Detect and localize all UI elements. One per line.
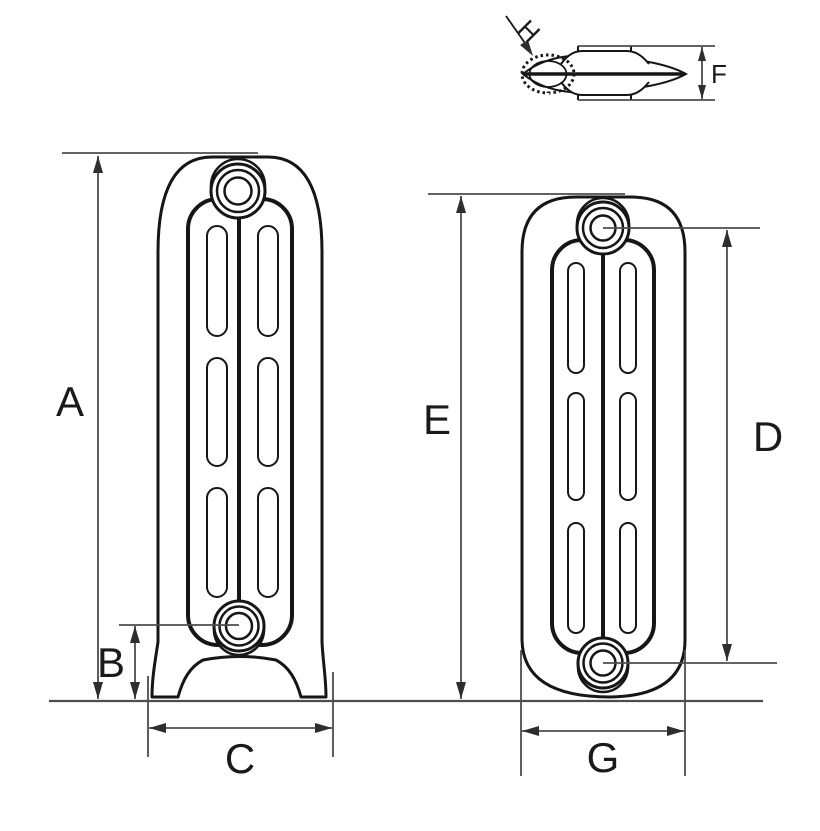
dim-label-f: F [711,59,727,89]
dimension-arrowheads [93,40,732,736]
front-top-bush [209,157,267,220]
arrowhead-left [149,723,166,733]
arrowhead-down [698,85,706,99]
dim-label-g: G [587,734,620,781]
side-slot [619,392,637,501]
arrowhead-left [522,726,539,736]
side-slot [619,522,637,634]
dim-label-e: E [423,396,451,443]
dim-label-d: D [753,413,783,460]
arrowhead-up [93,156,103,173]
dimension-lines [49,15,777,776]
side-bottom-bush [576,636,630,694]
front-slot [257,487,279,598]
dim-label-a: A [56,378,84,425]
front-slot [257,225,279,337]
front-bottom-bush [212,599,266,657]
arrowhead-leader-h [520,40,533,56]
front-slot [206,357,228,467]
arrowhead-up [722,230,732,247]
bush-inner [224,611,254,641]
front-view-radiator [150,155,328,699]
side-slot [619,262,637,374]
arrowhead-down [456,682,466,699]
arrowhead-up [698,47,706,61]
front-slots [206,225,279,598]
cross-section-bottom-boss [560,81,650,96]
arrowhead-down [93,682,103,699]
front-slot [206,487,228,598]
arrowhead-down [130,682,140,699]
arrowhead-right [667,726,684,736]
side-view-radiator [520,195,687,699]
bush-inner [223,176,253,206]
dimension-labels: A B C E D G F H [56,14,783,782]
dim-h-leader [505,15,528,47]
front-slot [206,225,228,337]
side-slot [567,522,585,634]
side-top-bush [575,196,631,256]
arrowhead-down [722,644,732,661]
arrowhead-up [130,626,140,643]
dim-label-b: B [97,639,125,686]
dim-label-h: H [512,14,546,48]
arrowhead-up [456,196,466,213]
side-slots [567,262,637,634]
arrowhead-right [315,723,332,733]
cross-section-view [520,46,689,100]
side-slot [567,262,585,374]
front-slot [257,357,279,467]
cross-section-top-boss [560,50,650,65]
dim-label-c: C [225,735,255,782]
side-slot [567,392,585,501]
